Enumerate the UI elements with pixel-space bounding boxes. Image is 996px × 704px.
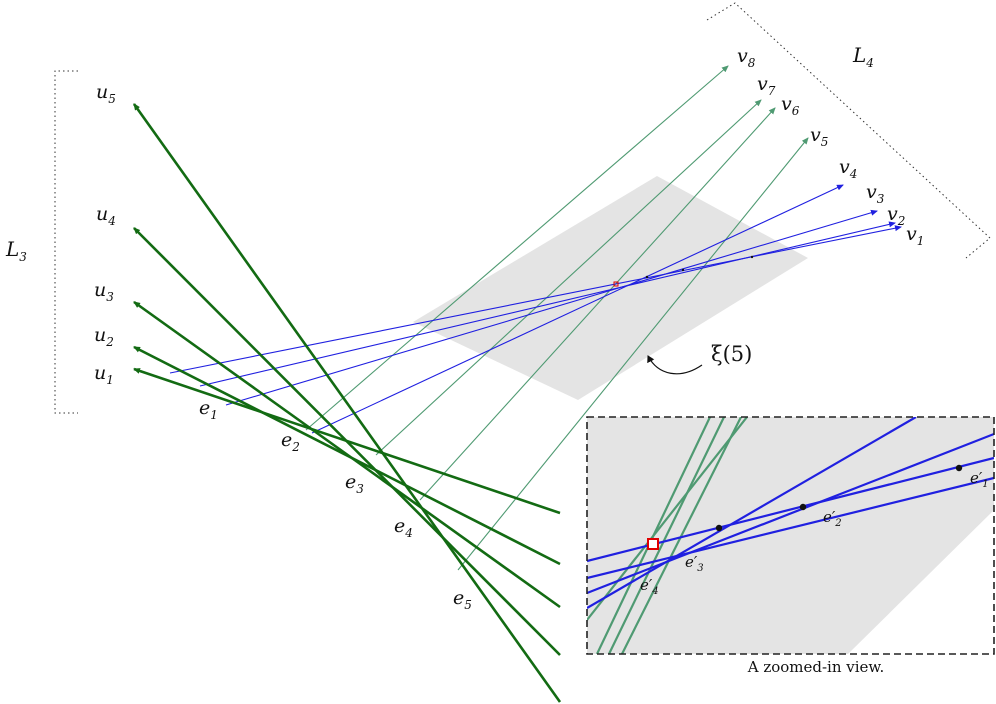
bracket-L3 [54, 70, 78, 414]
xi-pointer-arrow [647, 355, 703, 375]
label-v3: v3 [866, 181, 885, 206]
label-v4: v4 [839, 156, 857, 181]
edge-e2-v8 [305, 65, 729, 431]
label-v6: v6 [781, 93, 800, 118]
intersection-marker [613, 281, 619, 287]
dot [645, 275, 649, 279]
edge-e4-v6 [419, 107, 776, 501]
label-xi: ξ(5) [711, 342, 752, 366]
edge-a-v1 [169, 225, 902, 374]
zoom-dot-e2 [799, 503, 807, 511]
label-v8: v8 [737, 45, 756, 70]
u-labels: u1 u2 u3 u4 u5 [94, 81, 116, 387]
edge-u4 [133, 227, 561, 656]
zoom-dot-e3 [715, 524, 723, 532]
edge-e1-v3 [225, 209, 878, 406]
zoom-teal-lines [587, 417, 748, 654]
label-e3-prime: e′3 [685, 553, 704, 574]
label-e2-prime: e′2 [823, 508, 842, 529]
v-labels: v1 v2 v3 v4 v5 v6 v7 v8 [737, 45, 924, 248]
label-e1: e1 [199, 397, 218, 422]
label-e1-prime: e′1 [970, 469, 989, 490]
plane-xi [413, 176, 808, 400]
label-u5: u5 [96, 81, 116, 106]
e-labels: e1 e2 e3 e4 e5 [199, 397, 472, 612]
zoom-view [586, 416, 995, 655]
label-v5: v5 [810, 124, 828, 149]
edge-e3-v7 [375, 99, 762, 456]
zoom-dot-e1 [955, 464, 963, 472]
label-v7: v7 [757, 73, 776, 98]
label-v2: v2 [887, 203, 905, 228]
edge-u3 [133, 300, 561, 609]
dot [681, 268, 685, 272]
zoom-plane [587, 417, 994, 654]
label-e5: e5 [453, 587, 472, 612]
label-e4-prime: e′4 [640, 576, 659, 597]
label-u3: u3 [94, 279, 114, 304]
label-u4: u4 [96, 203, 116, 228]
label-u1: u1 [94, 362, 114, 387]
e-prime-labels: e′1 e′2 e′3 e′4 [640, 469, 989, 597]
label-e4: e4 [394, 515, 413, 540]
label-e2: e2 [281, 429, 300, 454]
zoom-frame [586, 416, 995, 655]
label-u2: u2 [94, 324, 114, 349]
edge-e2-v4 [311, 184, 844, 434]
zoom-intersection-marker [647, 538, 659, 550]
green-edges [132, 103, 562, 703]
dot [750, 255, 754, 259]
label-v1: v1 [906, 223, 924, 248]
zoom-caption: A zoomed-in view. [747, 658, 885, 676]
edge-u5 [132, 103, 562, 703]
label-L4: L4 [852, 43, 874, 70]
label-L3: L3 [5, 237, 27, 264]
label-e3: e3 [345, 471, 364, 496]
